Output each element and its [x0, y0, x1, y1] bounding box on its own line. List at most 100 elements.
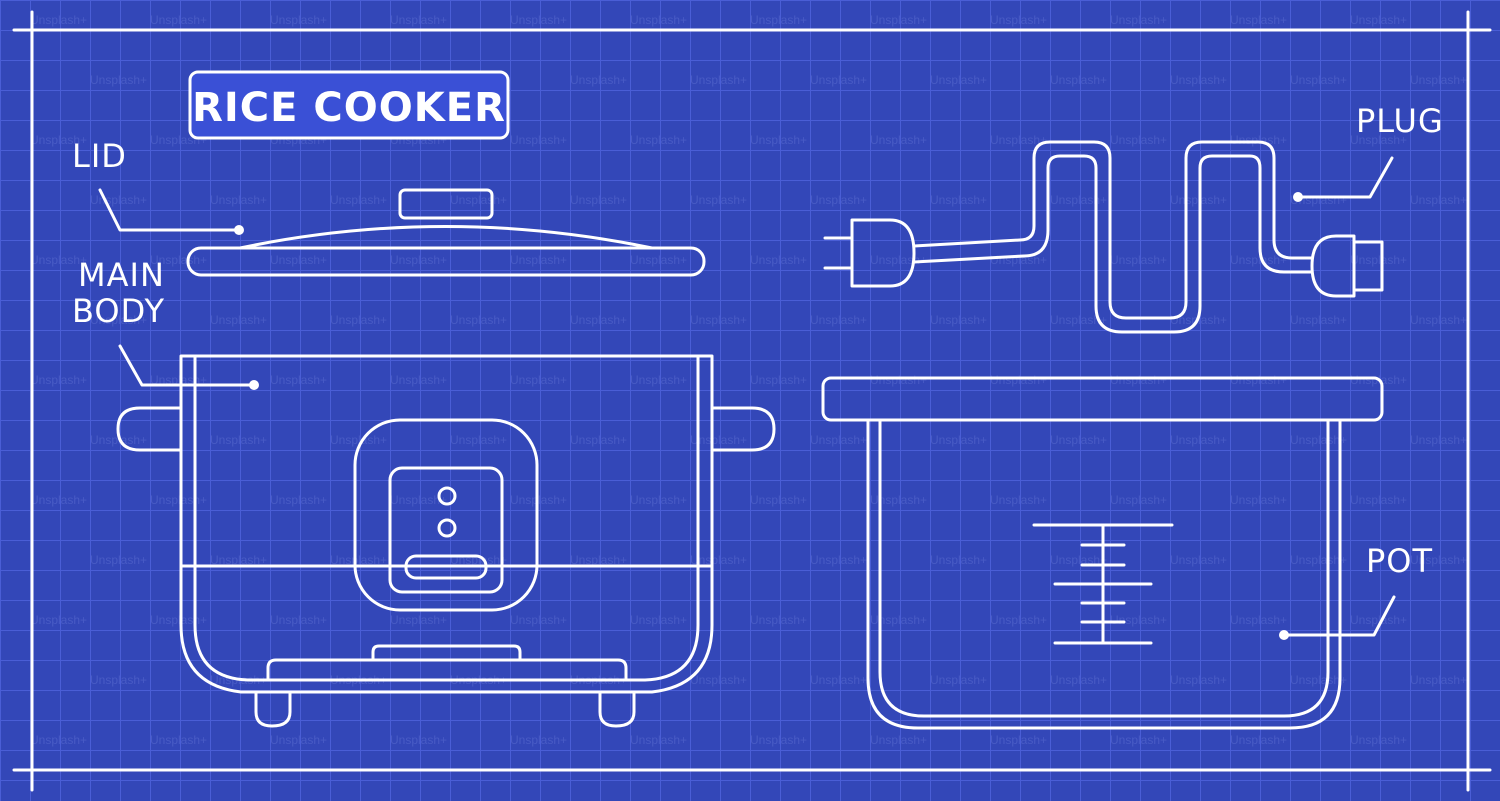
watermark-text: Unsplash+: [330, 433, 387, 447]
watermark-text: Unsplash+: [270, 613, 327, 627]
watermark-text: Unsplash+: [1410, 673, 1467, 687]
watermark-text: Unsplash+: [150, 13, 207, 27]
watermark-text: Unsplash+: [810, 673, 867, 687]
watermark-text: Unsplash+: [330, 553, 387, 567]
watermark-text: Unsplash+: [870, 613, 927, 627]
watermark-text: Unsplash+: [930, 673, 987, 687]
watermark-text: Unsplash+: [90, 73, 147, 87]
watermark-text: Unsplash+: [1050, 313, 1107, 327]
watermark-text: Unsplash+: [390, 733, 447, 747]
watermark-text: Unsplash+: [1110, 133, 1167, 147]
watermark-text: Unsplash+: [1410, 433, 1467, 447]
watermark-text: Unsplash+: [210, 433, 267, 447]
plug-drawing: [823, 140, 1384, 334]
watermark-text: Unsplash+: [30, 613, 87, 627]
plug-callout: PLUG: [1293, 102, 1443, 202]
watermark-text: Unsplash+: [1050, 673, 1107, 687]
watermark-text: Unsplash+: [1170, 73, 1227, 87]
watermark-text: Unsplash+: [810, 73, 867, 87]
watermark-text: Unsplash+: [870, 133, 927, 147]
watermark-text: Unsplash+: [1290, 433, 1347, 447]
watermark-text: Unsplash+: [690, 193, 747, 207]
main-body-callout: MAIN BODY: [72, 256, 259, 390]
watermark-text: Unsplash+: [630, 493, 687, 507]
watermark-text: Unsplash+: [1410, 73, 1467, 87]
watermark-text: Unsplash+: [810, 313, 867, 327]
watermark-text: Unsplash+: [1230, 133, 1287, 147]
watermark-text: Unsplash+: [1110, 373, 1167, 387]
watermark-text: Unsplash+: [150, 733, 207, 747]
watermark-text: Unsplash+: [150, 253, 207, 267]
watermark-text: Unsplash+: [450, 313, 507, 327]
watermark-text: Unsplash+: [750, 133, 807, 147]
watermark-text: Unsplash+: [750, 373, 807, 387]
watermark-text: Unsplash+: [810, 553, 867, 567]
watermark-text: Unsplash+: [1050, 73, 1107, 87]
watermark-text: Unsplash+: [30, 493, 87, 507]
watermark-text: Unsplash+: [270, 253, 327, 267]
watermark-text: Unsplash+: [1230, 253, 1287, 267]
watermark-text: Unsplash+: [930, 433, 987, 447]
watermark-text: Unsplash+: [1050, 433, 1107, 447]
watermark-text: Unsplash+: [570, 433, 627, 447]
watermark-text: Unsplash+: [870, 733, 927, 747]
watermark-text: Unsplash+: [210, 313, 267, 327]
watermark-text: Unsplash+: [630, 613, 687, 627]
watermark-text: Unsplash+: [1170, 433, 1227, 447]
watermark-text: Unsplash+: [870, 253, 927, 267]
watermark-text: Unsplash+: [270, 493, 327, 507]
watermark-text: Unsplash+: [150, 493, 207, 507]
label-pot: POT: [1366, 542, 1433, 580]
watermark-text: Unsplash+: [690, 553, 747, 567]
watermark-text: Unsplash+: [1410, 313, 1467, 327]
watermark-text: Unsplash+: [30, 13, 87, 27]
lid-callout: LID: [72, 137, 244, 235]
watermark-text: Unsplash+: [750, 493, 807, 507]
label-lid: LID: [72, 137, 127, 175]
watermark-text: Unsplash+: [690, 433, 747, 447]
main-body-drawing: [116, 354, 776, 728]
watermark-text: Unsplash+: [570, 313, 627, 327]
watermark-text: Unsplash+: [30, 733, 87, 747]
watermark-text: Unsplash+: [30, 373, 87, 387]
watermark-text: Unsplash+: [390, 13, 447, 27]
watermark-text: Unsplash+: [1410, 193, 1467, 207]
watermark-text: Unsplash+: [1170, 673, 1227, 687]
watermark-text: Unsplash+: [1230, 733, 1287, 747]
watermark-text: Unsplash+: [750, 613, 807, 627]
watermark-text: Unsplash+: [330, 313, 387, 327]
watermark-text: Unsplash+: [1110, 253, 1167, 267]
watermark-text: Unsplash+: [690, 73, 747, 87]
label-main-body-line1: MAIN: [78, 256, 165, 294]
watermark-text: Unsplash+: [510, 613, 567, 627]
watermark-text: Unsplash+: [210, 553, 267, 567]
watermark-text: Unsplash+: [690, 673, 747, 687]
watermark-text: Unsplash+: [510, 493, 567, 507]
watermark-text: Unsplash+: [630, 13, 687, 27]
watermark-text: Unsplash+: [1230, 13, 1287, 27]
watermark-text: Unsplash+: [1350, 493, 1407, 507]
watermark-text: Unsplash+: [990, 613, 1047, 627]
watermark-text: Unsplash+: [1170, 553, 1227, 567]
watermark-text: Unsplash+: [1290, 553, 1347, 567]
watermark-text: Unsplash+: [990, 13, 1047, 27]
watermark-text: Unsplash+: [630, 733, 687, 747]
watermark-text: Unsplash+: [510, 733, 567, 747]
watermark-text: Unsplash+: [150, 613, 207, 627]
watermark-text: Unsplash+: [750, 733, 807, 747]
watermark-text: Unsplash+: [1050, 193, 1107, 207]
blueprint-frame: [12, 10, 1492, 792]
watermark-text: Unsplash+: [630, 133, 687, 147]
watermark-text: Unsplash+: [90, 553, 147, 567]
watermark-text: Unsplash+: [750, 13, 807, 27]
watermark-text: Unsplash+: [1230, 493, 1287, 507]
label-main-body-line2: BODY: [72, 292, 165, 330]
watermark-text: Unsplash+: [1290, 673, 1347, 687]
watermark-text: Unsplash+: [510, 373, 567, 387]
measure-scale: [1032, 523, 1174, 645]
watermark-text: Unsplash+: [1350, 613, 1407, 627]
watermark-text: Unsplash+: [30, 133, 87, 147]
watermark-text: Unsplash+: [630, 373, 687, 387]
watermark-text: Unsplash+: [1110, 613, 1167, 627]
